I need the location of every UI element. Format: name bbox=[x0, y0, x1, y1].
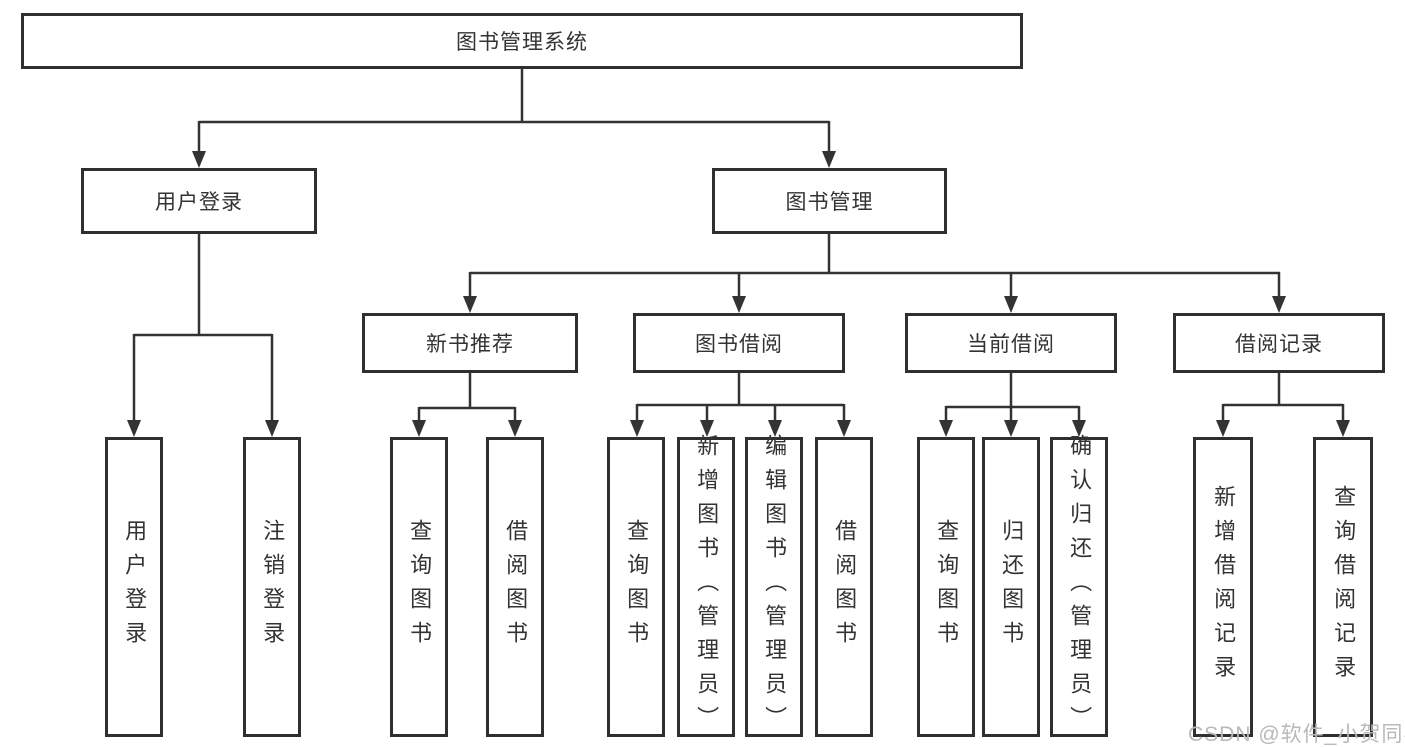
leaf-label: 借阅图书 bbox=[832, 519, 858, 655]
leaf-confirm-return-admin: 确认归还（管理员） bbox=[1050, 434, 1108, 740]
leaf-label: 确认归还（管理员） bbox=[1067, 434, 1093, 740]
node-user-login: 用户登录 bbox=[81, 168, 317, 234]
leaf-label: 用户登录 bbox=[122, 519, 148, 655]
leaf-logout: 注销登录 bbox=[243, 437, 301, 737]
node-borrowing-records: 借阅记录 bbox=[1173, 313, 1385, 373]
leaf-label: 编辑图书（管理员） bbox=[762, 434, 788, 740]
leaf-query-books-current: 查询图书 bbox=[917, 437, 975, 737]
leaf-add-borrow-record: 新增借阅记录 bbox=[1193, 437, 1253, 737]
leaf-label: 归还图书 bbox=[999, 519, 1025, 655]
node-label: 当前借阅 bbox=[967, 333, 1055, 356]
leaf-user-login: 用户登录 bbox=[105, 437, 163, 737]
leaf-label: 新增借阅记录 bbox=[1211, 485, 1237, 689]
node-book-borrowing: 图书借阅 bbox=[633, 313, 845, 373]
leaf-label: 新增图书（管理员） bbox=[694, 434, 720, 740]
node-label: 新书推荐 bbox=[426, 333, 514, 356]
leaf-query-borrow-record: 查询借阅记录 bbox=[1313, 437, 1373, 737]
leaf-borrow-books-recommend: 借阅图书 bbox=[486, 437, 544, 737]
leaf-label: 查询图书 bbox=[934, 519, 960, 655]
leaf-borrow-books-borrowing: 借阅图书 bbox=[815, 437, 873, 737]
node-label: 图书管理系统 bbox=[456, 31, 588, 54]
node-label: 图书借阅 bbox=[695, 333, 783, 356]
leaf-edit-books-admin: 编辑图书（管理员） bbox=[745, 434, 803, 740]
leaf-query-books-recommend: 查询图书 bbox=[390, 437, 448, 737]
node-current-borrowing: 当前借阅 bbox=[905, 313, 1117, 373]
leaf-query-books-borrowing: 查询图书 bbox=[607, 437, 665, 737]
leaf-label: 查询图书 bbox=[407, 519, 433, 655]
leaf-label: 查询借阅记录 bbox=[1331, 485, 1357, 689]
leaf-add-books-admin: 新增图书（管理员） bbox=[677, 434, 735, 740]
node-new-book-recommend: 新书推荐 bbox=[362, 313, 578, 373]
node-label: 借阅记录 bbox=[1235, 333, 1323, 356]
node-label: 图书管理 bbox=[785, 191, 874, 214]
leaf-return-books: 归还图书 bbox=[982, 437, 1040, 737]
node-library-management-system: 图书管理系统 bbox=[21, 13, 1023, 69]
leaf-label: 借阅图书 bbox=[503, 519, 529, 655]
leaf-label: 注销登录 bbox=[260, 519, 286, 655]
leaf-label: 查询图书 bbox=[624, 519, 650, 655]
node-book-management: 图书管理 bbox=[712, 168, 947, 234]
node-label: 用户登录 bbox=[155, 191, 243, 214]
